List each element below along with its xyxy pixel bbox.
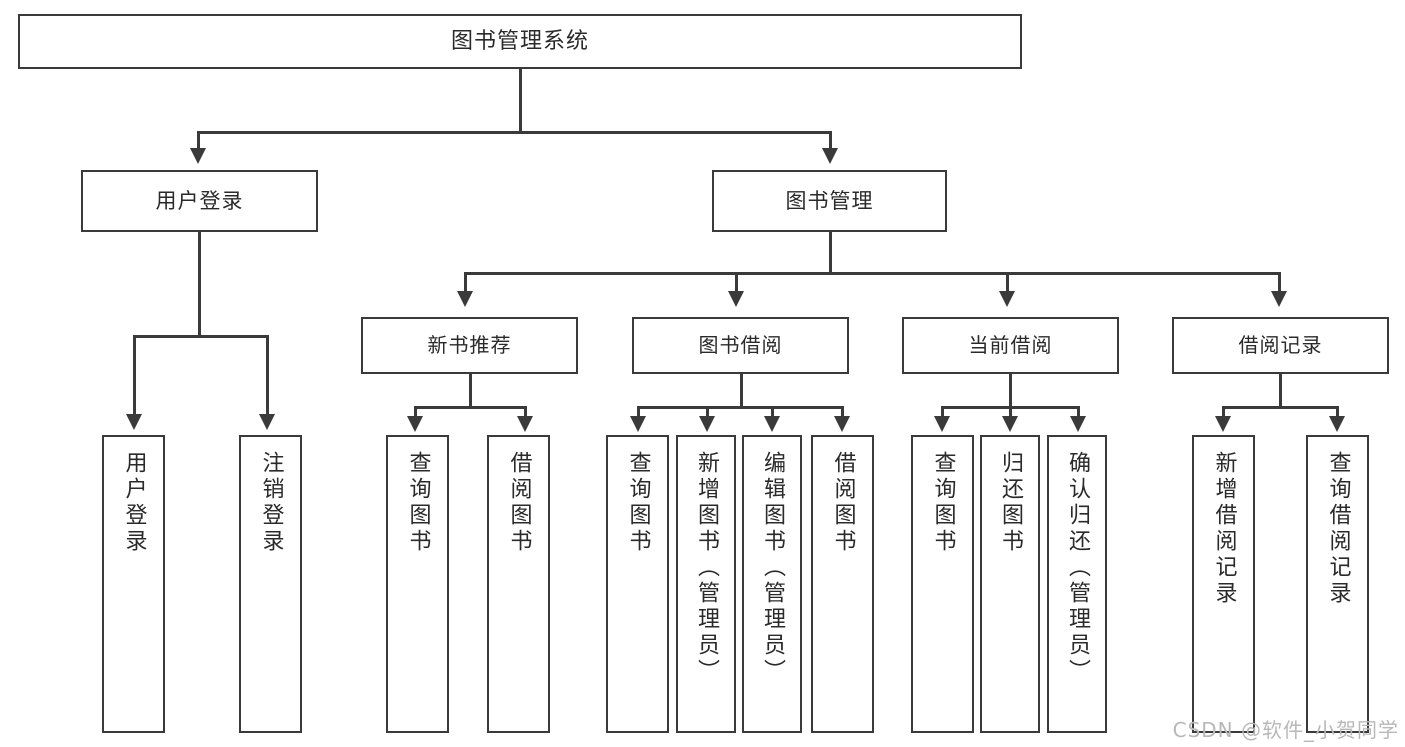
connector-user-login-bar xyxy=(133,335,266,338)
connector-bb-drop-4 xyxy=(841,406,844,418)
node-label: 用户登录 xyxy=(121,451,147,555)
arrow-bm-to-book-borrow xyxy=(728,291,744,307)
leaf-bb-edit-book-admin[interactable]: 编辑图书（管理员） xyxy=(742,435,802,733)
node-label: 注销登录 xyxy=(258,451,284,555)
arrow-user-login-leaf-2 xyxy=(259,414,275,430)
connector-nbr-drop-2 xyxy=(524,406,527,418)
node-label: 图书管理 xyxy=(785,188,874,213)
leaf-bb-query-book[interactable]: 查询图书 xyxy=(606,435,669,733)
node-label: 新书推荐 xyxy=(427,333,512,357)
arrow-bb-leaf-2 xyxy=(699,416,715,432)
leaf-user-login-login[interactable]: 用户登录 xyxy=(102,435,165,733)
arrow-cb-leaf-2 xyxy=(1002,416,1018,432)
connector-cb-drop-3 xyxy=(1077,406,1080,418)
connector-nbr-drop-1 xyxy=(414,406,417,418)
node-user-login[interactable]: 用户登录 xyxy=(81,170,318,232)
node-borrow-record[interactable]: 借阅记录 xyxy=(1172,317,1389,374)
node-label: 新增图书（管理员） xyxy=(693,451,719,685)
node-book-management[interactable]: 图书管理 xyxy=(712,170,947,232)
node-label: 查询图书 xyxy=(625,451,651,555)
connector-root-stem xyxy=(519,69,522,131)
node-label: 图书管理系统 xyxy=(450,28,589,54)
connector-bb-drop-1 xyxy=(637,406,640,418)
connector-br-bar xyxy=(1222,406,1337,409)
node-label: 新增借阅记录 xyxy=(1211,451,1237,607)
arrow-br-leaf-1 xyxy=(1215,416,1231,432)
connector-br-stem xyxy=(1279,374,1282,406)
connector-user-login-drop-2 xyxy=(266,335,269,417)
arrow-bm-to-borrow-record xyxy=(1271,291,1287,307)
leaf-bb-add-book-admin[interactable]: 新增图书（管理员） xyxy=(676,435,736,733)
node-label: 借阅记录 xyxy=(1238,333,1323,357)
connector-bb-bar xyxy=(637,406,843,409)
arrow-root-to-book-management xyxy=(822,148,838,164)
leaf-nbr-borrow-book[interactable]: 借阅图书 xyxy=(487,435,550,733)
node-new-book-recommend[interactable]: 新书推荐 xyxy=(361,317,578,374)
leaf-br-add-record[interactable]: 新增借阅记录 xyxy=(1192,435,1255,733)
arrow-user-login-leaf-1 xyxy=(126,414,142,430)
connector-book-management-stem xyxy=(829,232,832,272)
connector-root-bar xyxy=(197,131,831,134)
connector-user-login-stem xyxy=(198,232,201,335)
leaf-br-query-record[interactable]: 查询借阅记录 xyxy=(1306,435,1369,733)
node-book-borrow[interactable]: 图书借阅 xyxy=(632,317,849,374)
connector-book-management-bar xyxy=(464,272,1278,275)
node-label: 归还图书 xyxy=(997,451,1023,555)
connector-bm-drop-4 xyxy=(1278,272,1281,294)
connector-root-to-book-management xyxy=(829,131,832,151)
node-label: 用户登录 xyxy=(155,188,244,213)
connector-br-drop-2 xyxy=(1336,406,1339,418)
node-label: 查询图书 xyxy=(930,451,956,555)
connector-cb-drop-2 xyxy=(1009,406,1012,418)
arrow-bb-leaf-1 xyxy=(630,416,646,432)
arrow-bm-to-current-borrow xyxy=(999,291,1015,307)
connector-cb-drop-1 xyxy=(941,406,944,418)
leaf-cb-query-book[interactable]: 查询图书 xyxy=(911,435,974,733)
node-label: 借阅图书 xyxy=(830,451,856,555)
leaf-cb-confirm-return-admin[interactable]: 确认归还（管理员） xyxy=(1047,435,1107,733)
node-label: 借阅图书 xyxy=(506,451,532,555)
connector-root-to-user-login xyxy=(197,131,200,151)
connector-bb-stem xyxy=(740,374,743,406)
node-label: 图书借阅 xyxy=(698,333,783,357)
connector-bb-drop-3 xyxy=(771,406,774,418)
connector-user-login-drop-1 xyxy=(133,335,136,417)
arrow-bb-leaf-3 xyxy=(764,416,780,432)
leaf-bb-borrow-book[interactable]: 借阅图书 xyxy=(811,435,874,733)
arrow-nbr-leaf-1 xyxy=(407,416,423,432)
connector-bm-drop-2 xyxy=(735,272,738,294)
node-current-borrow[interactable]: 当前借阅 xyxy=(902,317,1119,374)
arrow-bb-leaf-4 xyxy=(834,416,850,432)
connector-nbr-bar xyxy=(414,406,525,409)
arrow-cb-leaf-3 xyxy=(1070,416,1086,432)
connector-nbr-stem xyxy=(469,374,472,406)
node-label: 查询图书 xyxy=(405,451,431,555)
node-label: 查询借阅记录 xyxy=(1325,451,1351,607)
arrow-bm-to-new-book-recommend xyxy=(457,291,473,307)
connector-bb-drop-2 xyxy=(706,406,709,418)
arrow-nbr-leaf-2 xyxy=(517,416,533,432)
node-label: 当前借阅 xyxy=(968,333,1053,357)
connector-br-drop-1 xyxy=(1222,406,1225,418)
node-label: 确认归还（管理员） xyxy=(1064,451,1090,685)
leaf-cb-return-book[interactable]: 归还图书 xyxy=(980,435,1040,733)
connector-cb-stem xyxy=(1009,374,1012,406)
leaf-nbr-query-book[interactable]: 查询图书 xyxy=(386,435,449,733)
arrow-cb-leaf-1 xyxy=(934,416,950,432)
node-label: 编辑图书（管理员） xyxy=(759,451,785,685)
connector-bm-drop-1 xyxy=(464,272,467,294)
connector-bm-drop-3 xyxy=(1006,272,1009,294)
leaf-user-login-logout[interactable]: 注销登录 xyxy=(239,435,302,733)
node-root-book-management-system[interactable]: 图书管理系统 xyxy=(18,14,1022,69)
arrow-root-to-user-login xyxy=(190,148,206,164)
arrow-br-leaf-2 xyxy=(1329,416,1345,432)
